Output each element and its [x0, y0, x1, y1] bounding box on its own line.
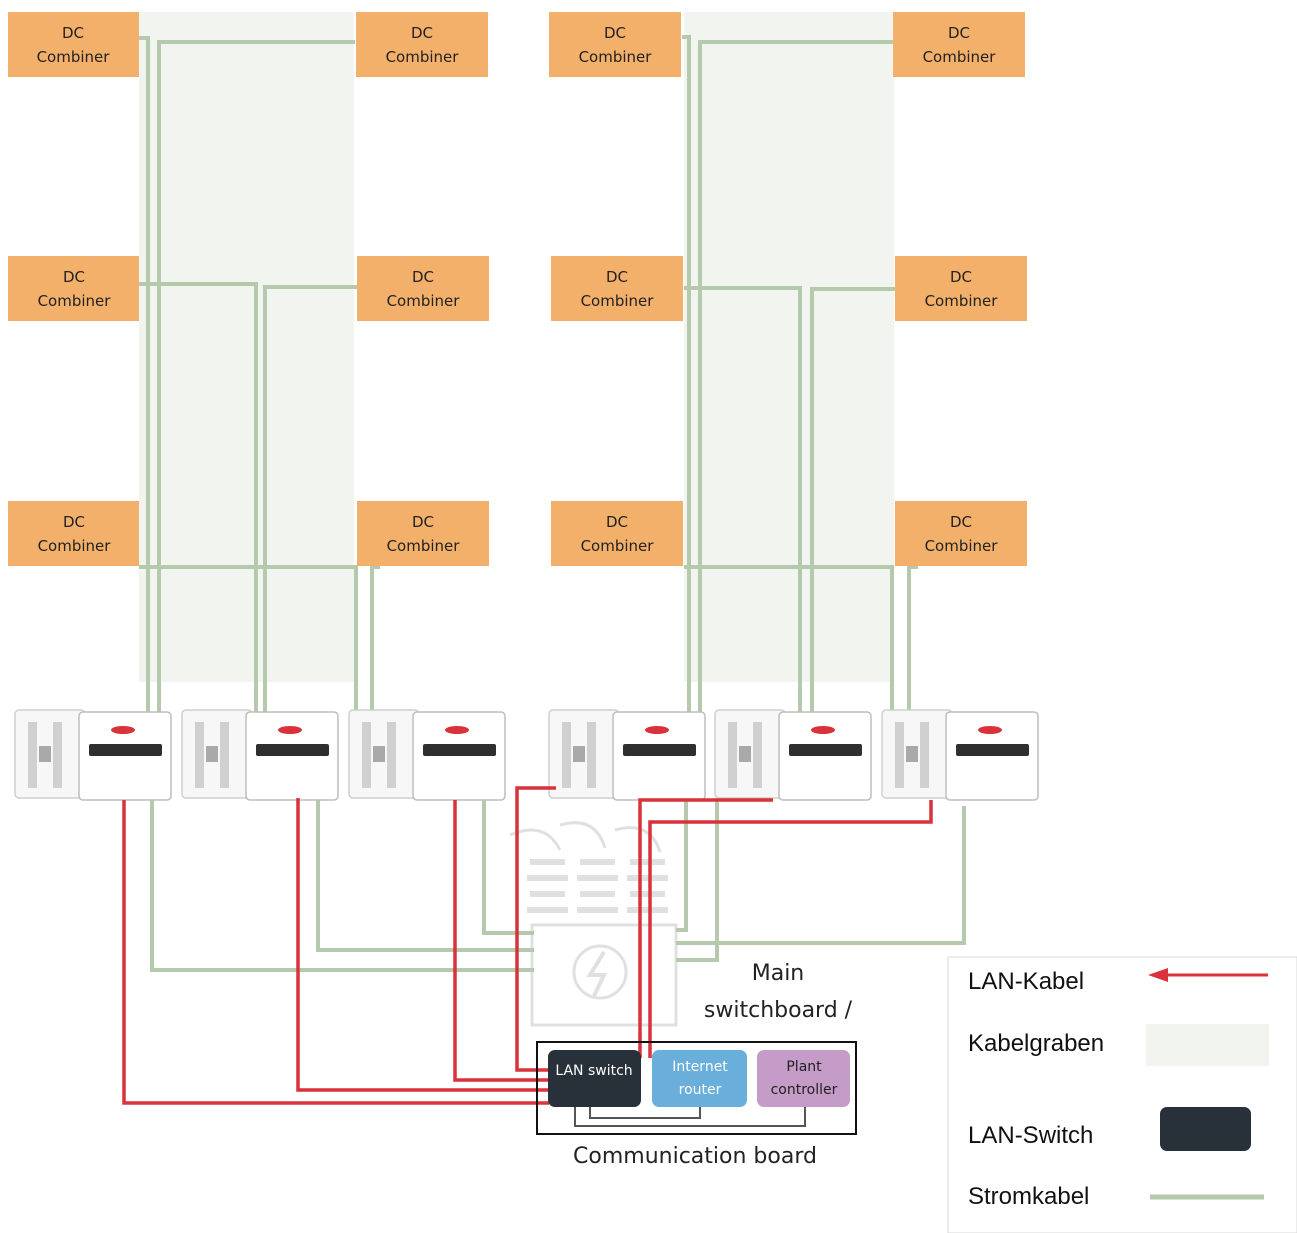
inverter-display [423, 744, 496, 756]
internet-router-label: Internet [672, 1059, 728, 1075]
fronius-logo-icon [111, 726, 135, 734]
dc-combiner-label: Combiner [581, 292, 655, 310]
internet-router-label: router [679, 1082, 722, 1098]
inverter-unit [14, 709, 172, 801]
legend-kabelgraben-swatch [1146, 1024, 1269, 1066]
dc-combiner-box: DC Combiner [549, 12, 681, 77]
dc-combiner-label: DC [411, 24, 433, 42]
dc-combiner-label: Combiner [387, 537, 461, 555]
inverter-unit [714, 709, 872, 801]
fronius-logo-icon [645, 726, 669, 734]
dc-combiner-label: DC [63, 513, 85, 531]
inverter-unit [181, 709, 339, 801]
internet-router-device [652, 1050, 747, 1107]
dc-combiner-label: Combiner [579, 48, 653, 66]
legend-stromkabel-label: Stromkabel [968, 1183, 1089, 1210]
dc-combiner-label: Combiner [581, 537, 655, 555]
fronius-logo-icon [978, 726, 1002, 734]
inverter-unit [348, 709, 506, 801]
legend-lan-switch-swatch [1160, 1107, 1251, 1151]
inverter-display [789, 744, 862, 756]
plant-controller-device [757, 1050, 850, 1107]
dc-combiner-box: DC Combiner [356, 12, 488, 77]
dc-combiner-box: DC Combiner [8, 256, 139, 321]
dc-combiner-label: Combiner [925, 537, 999, 555]
dc-combiner-label: DC [948, 24, 970, 42]
dc-combiner-box: DC Combiner [551, 256, 683, 321]
lan-switch-device [548, 1050, 641, 1107]
communication-board-label: Communication board [573, 1144, 817, 1169]
inverter-unit [548, 709, 706, 801]
transformer-icon [509, 821, 678, 1027]
dc-combiner-label: DC [62, 24, 84, 42]
legend-lan-switch-label: LAN-Switch [968, 1122, 1093, 1149]
dc-combiner-label: DC [412, 513, 434, 531]
dc-combiner-label: Combiner [38, 537, 112, 555]
fronius-logo-icon [445, 726, 469, 734]
inverter-display [256, 744, 329, 756]
dc-combiner-label: DC [63, 268, 85, 286]
fronius-logo-icon [811, 726, 835, 734]
inverters [14, 709, 1039, 801]
dc-combiner-label: DC [412, 268, 434, 286]
legend-lan-kabel-label: LAN-Kabel [968, 968, 1084, 995]
inverter-unit [881, 709, 1039, 801]
dc-combiner-label: Combiner [37, 48, 111, 66]
dc-combiner-label: DC [950, 513, 972, 531]
dc-combiner-box: DC Combiner [357, 256, 489, 321]
legend: LAN-Kabel Kabelgraben LAN-Switch Stromka… [947, 956, 1297, 1233]
dc-combiner-box: DC Combiner [357, 501, 489, 566]
inverter-display [623, 744, 696, 756]
dc-combiner-label: DC [950, 268, 972, 286]
dc-combiner-box: DC Combiner [8, 12, 139, 77]
legend-lan-kabel-swatch [1148, 968, 1268, 982]
cable-trench-left [139, 12, 354, 682]
cable-trench-right [684, 12, 894, 682]
dc-combiners: DC Combiner DC Combiner DC Combiner DC C… [8, 12, 1027, 566]
dc-combiner-box: DC Combiner [893, 12, 1025, 77]
dc-combiner-box: DC Combiner [8, 501, 139, 566]
dc-combiner-label: DC [606, 513, 628, 531]
dc-combiner-label: Combiner [923, 48, 997, 66]
fronius-logo-icon [278, 726, 302, 734]
dc-combiner-label: Combiner [38, 292, 112, 310]
main-switchboard-label: switchboard / [704, 998, 853, 1023]
plant-controller-label: controller [771, 1082, 838, 1098]
dc-combiner-box: DC Combiner [895, 501, 1027, 566]
communication-board: LAN switch Internet router Plant control… [536, 1041, 857, 1169]
main-switchboard-label: Main [752, 961, 805, 986]
legend-kabelgraben-label: Kabelgraben [968, 1030, 1104, 1057]
power-cables [139, 35, 966, 972]
dc-combiner-label: Combiner [925, 292, 999, 310]
dc-combiner-label: Combiner [386, 48, 460, 66]
inverter-display [89, 744, 162, 756]
inverter-display [956, 744, 1029, 756]
dc-combiner-label: DC [604, 24, 626, 42]
dc-combiner-box: DC Combiner [551, 501, 683, 566]
dc-combiner-label: DC [606, 268, 628, 286]
dc-combiner-label: Combiner [387, 292, 461, 310]
lan-switch-label: LAN switch [555, 1063, 632, 1079]
lan-cables [122, 786, 933, 1105]
dc-combiner-box: DC Combiner [895, 256, 1027, 321]
plant-controller-label: Plant [786, 1059, 822, 1075]
